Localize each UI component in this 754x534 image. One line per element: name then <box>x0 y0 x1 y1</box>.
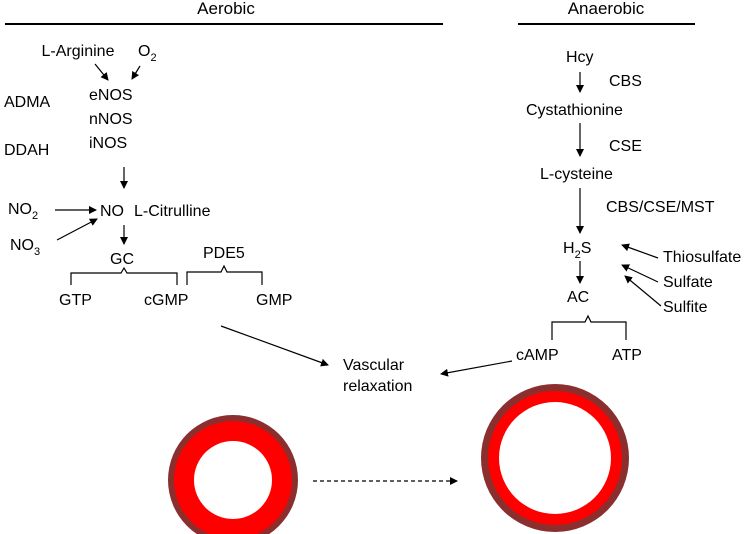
camp-label: cAMP <box>516 347 559 364</box>
pde5-bracket <box>186 264 263 285</box>
inos-label: iNOS <box>89 135 127 152</box>
ddah-label: DDAH <box>4 142 49 159</box>
l-cysteine-label: L-cysteine <box>540 166 613 183</box>
pde5-label: PDE5 <box>203 245 245 262</box>
constricted-vessel <box>168 415 298 534</box>
dilated-vessel <box>481 384 629 532</box>
no-label: NO <box>100 203 124 220</box>
sulfite-label: Sulfite <box>663 299 708 316</box>
gc-bracket <box>70 266 178 285</box>
nnos-label: nNOS <box>89 111 133 128</box>
no3-label: NO3 <box>10 237 40 258</box>
cgmp-label: cGMP <box>144 292 188 309</box>
arrow-cgmp-to-relaxation <box>220 325 329 367</box>
arrow-arginine-to-nos <box>94 63 109 81</box>
sulfate-label: Sulfate <box>663 274 713 291</box>
l-arginine-label: L-Arginine <box>42 43 115 60</box>
adma-label: ADMA <box>4 94 51 111</box>
relaxation-label: relaxation <box>343 378 412 395</box>
ac-bracket <box>551 314 627 340</box>
enos-label: eNOS <box>89 87 133 104</box>
dilated-vessel-lumen <box>499 402 611 514</box>
cbs-label: CBS <box>609 73 642 90</box>
arrow-camp-to-relaxation <box>440 360 513 377</box>
aerobic-header: Aerobic <box>197 0 255 18</box>
h2s-label: H2S <box>563 240 591 261</box>
arrow-thiosulfate-to-h2s <box>621 243 659 259</box>
ac-label: AC <box>567 289 589 306</box>
arrow-sulfite-to-h2s <box>624 275 662 307</box>
thiosulfate-label: Thiosulfate <box>663 249 741 266</box>
cbs-cse-mst-label: CBS/CSE/MST <box>606 199 715 216</box>
cystathionine-label: Cystathionine <box>526 102 623 119</box>
anaerobic-header: Anaerobic <box>568 0 645 18</box>
arrow-no3-to-no <box>56 218 98 241</box>
constricted-vessel-lumen <box>194 441 272 519</box>
arrow-o2-to-nos <box>131 65 141 80</box>
gmp-label: GMP <box>256 292 292 309</box>
vascular-label: Vascular <box>343 357 405 374</box>
no2-label: NO2 <box>8 201 38 222</box>
gc-label: GC <box>110 251 134 268</box>
atp-label: ATP <box>612 347 642 364</box>
l-citrulline-label: L-Citrulline <box>134 203 211 220</box>
hcy-label: Hcy <box>566 49 594 66</box>
arrow-sulfate-to-h2s <box>621 264 659 283</box>
o2-label: O2 <box>138 43 157 64</box>
gtp-label: GTP <box>59 292 92 309</box>
cse-label: CSE <box>609 138 642 155</box>
